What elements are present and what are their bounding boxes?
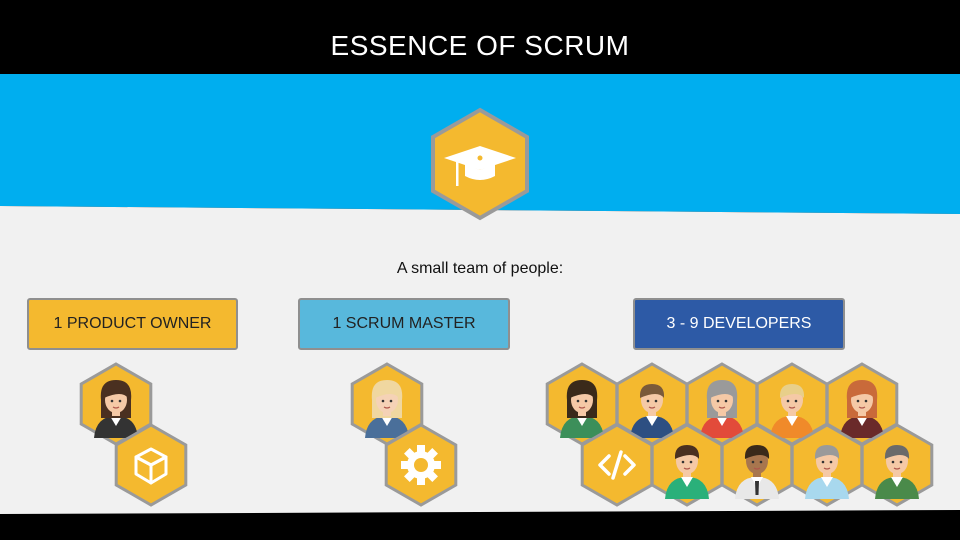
gear-icon	[401, 445, 441, 485]
